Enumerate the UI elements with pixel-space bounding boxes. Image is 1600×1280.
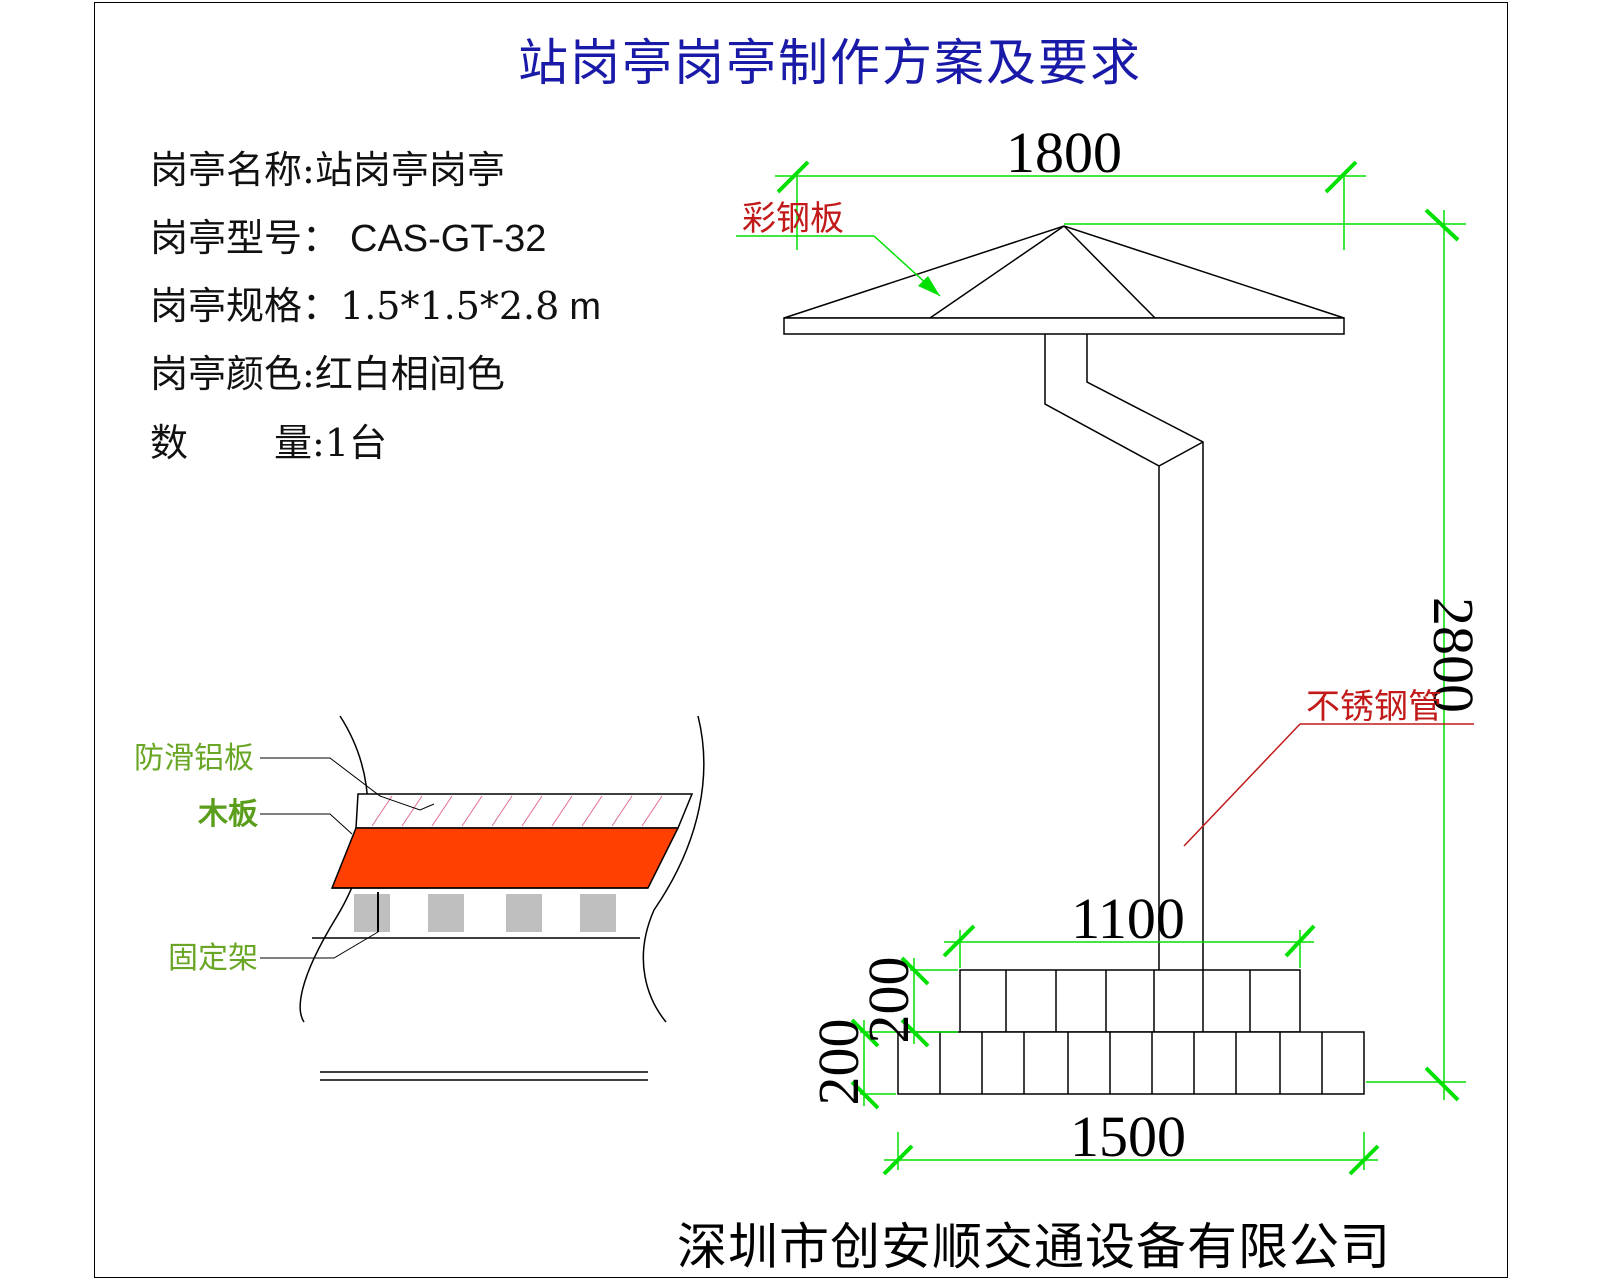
spec-list: 岗亭名称:站岗亭岗亭 岗亭型号：CAS-GT-32 岗亭规格：1.5*1.5*2… [150, 148, 601, 465]
pole-callout: 不锈钢管 [1183, 687, 1474, 847]
spec-quantity: 数量:1台 [150, 421, 387, 465]
pole [1044, 334, 1204, 970]
spec-name: 岗亭名称:站岗亭岗亭 [150, 148, 505, 192]
wood-label: 木板 [197, 797, 258, 832]
frame-label: 固定架 [168, 941, 258, 976]
floor-detail: 防滑铝板 木板 固定架 [134, 715, 705, 1081]
anti-slip-label: 防滑铝板 [134, 741, 254, 776]
pole-material-label: 不锈钢管 [1306, 687, 1442, 727]
spec-model: 岗亭型号：CAS-GT-32 [150, 216, 546, 260]
spec-color: 岗亭颜色:红白相间色 [150, 352, 505, 396]
roof [783, 225, 1345, 335]
base [897, 969, 1365, 1095]
drawing-frame [94, 2, 1508, 1278]
dimension-upper-base-width: 1100 [1071, 886, 1185, 951]
roof-callout: 彩钢板 [736, 199, 941, 297]
dimension-base-width: 1500 [1070, 1104, 1186, 1169]
roof-material-label: 彩钢板 [742, 199, 844, 239]
company-name: 深圳市创安顺交通设备有限公司 [677, 1218, 1391, 1276]
dimension-lines [775, 175, 1466, 1170]
dimension-ticks [776, 160, 1460, 1176]
dimension-height: 2800 [1421, 597, 1486, 713]
dimension-lower-base-height: 200 [806, 1019, 871, 1106]
dimension-roof-width: 1800 [1006, 120, 1122, 185]
dimension-upper-base-height: 200 [856, 957, 921, 1044]
drawing-title: 站岗亭岗亭制作方案及要求 [518, 34, 1142, 92]
